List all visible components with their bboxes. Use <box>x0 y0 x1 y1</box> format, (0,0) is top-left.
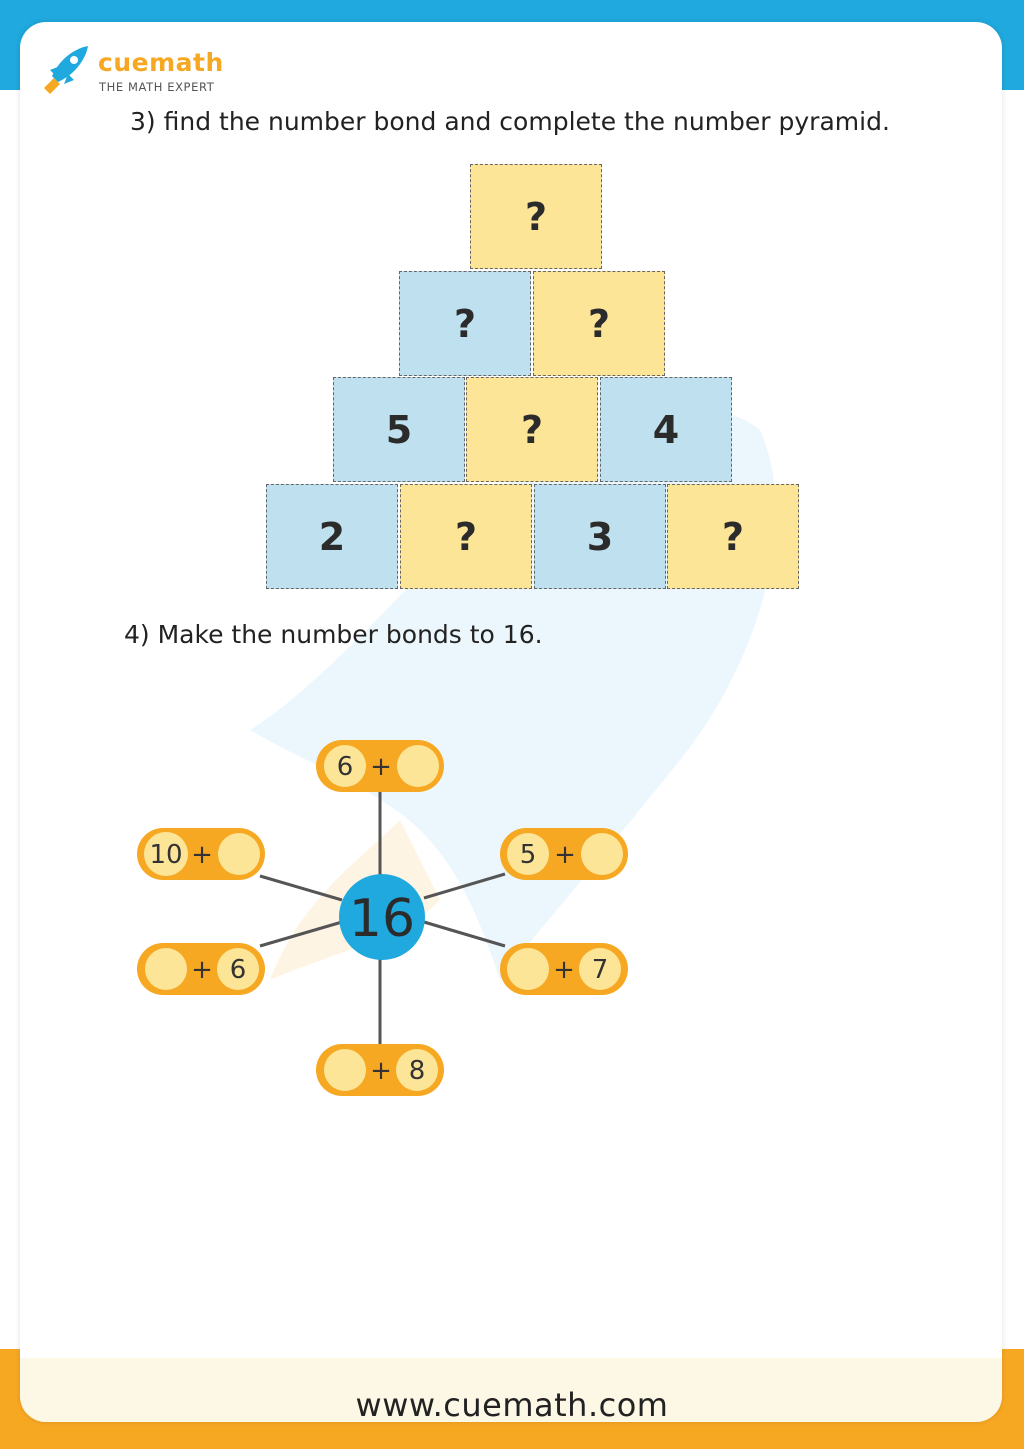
plus-sign: + <box>370 1056 392 1086</box>
pyramid-cell[interactable]: ? <box>400 484 532 589</box>
answer-blank[interactable] <box>145 948 187 990</box>
answer-blank[interactable] <box>581 833 623 875</box>
center-number: 16 <box>349 889 415 949</box>
pyramid-cell[interactable]: 4 <box>600 377 732 482</box>
pyramid-cell[interactable]: 3 <box>534 484 666 589</box>
bond-connectors <box>259 790 506 1046</box>
bond-pill: 10 + <box>137 828 265 880</box>
connector-line <box>423 920 506 948</box>
bond-pill: + 7 <box>500 943 628 995</box>
worksheet-page <box>20 22 1002 1422</box>
pyramid-cell[interactable]: 5 <box>333 377 465 482</box>
pyramid-cell[interactable]: ? <box>466 377 598 482</box>
connector-line <box>259 874 343 902</box>
footer-strip <box>20 1358 1002 1422</box>
footer-url-link[interactable]: www.cuemath.com <box>355 1386 669 1424</box>
pyramid-cell[interactable]: ? <box>470 164 602 269</box>
question-4-text: 4) Make the number bonds to 16. <box>124 620 543 649</box>
pyramid-cell[interactable]: ? <box>667 484 799 589</box>
question-3-text: 3) find the number bond and complete the… <box>130 107 890 136</box>
bond-pill: + 6 <box>137 943 265 995</box>
bond-left-value: 10 <box>149 840 182 870</box>
plus-sign: + <box>191 955 213 985</box>
bond-right-value: 8 <box>409 1056 426 1086</box>
cuemath-logo-icon <box>44 46 88 94</box>
plus-sign: + <box>553 955 575 985</box>
center-circle <box>339 874 425 960</box>
pyramid-cell[interactable]: 2 <box>266 484 398 589</box>
connector-line <box>423 872 506 900</box>
bond-right-value: 7 <box>592 955 609 985</box>
bond-right-value: 6 <box>230 955 247 985</box>
pyramid-cell[interactable]: ? <box>399 271 531 376</box>
bond-pill: + 8 <box>316 1044 444 1096</box>
pyramid-cell[interactable]: ? <box>533 271 665 376</box>
plus-sign: + <box>554 840 576 870</box>
answer-blank[interactable] <box>397 745 439 787</box>
brand-name: cuemath <box>98 48 224 77</box>
bond-pill: 6 + <box>316 740 444 792</box>
answer-blank[interactable] <box>218 833 260 875</box>
answer-blank[interactable] <box>324 1049 366 1091</box>
plus-sign: + <box>191 840 213 870</box>
bond-left-value: 6 <box>337 752 354 782</box>
bond-left-value: 5 <box>520 840 537 870</box>
answer-blank[interactable] <box>507 948 549 990</box>
plus-sign: + <box>370 752 392 782</box>
bond-pill: 5 + <box>500 828 628 880</box>
brand-tagline: THE MATH EXPERT <box>99 80 215 94</box>
connector-line <box>259 920 343 948</box>
